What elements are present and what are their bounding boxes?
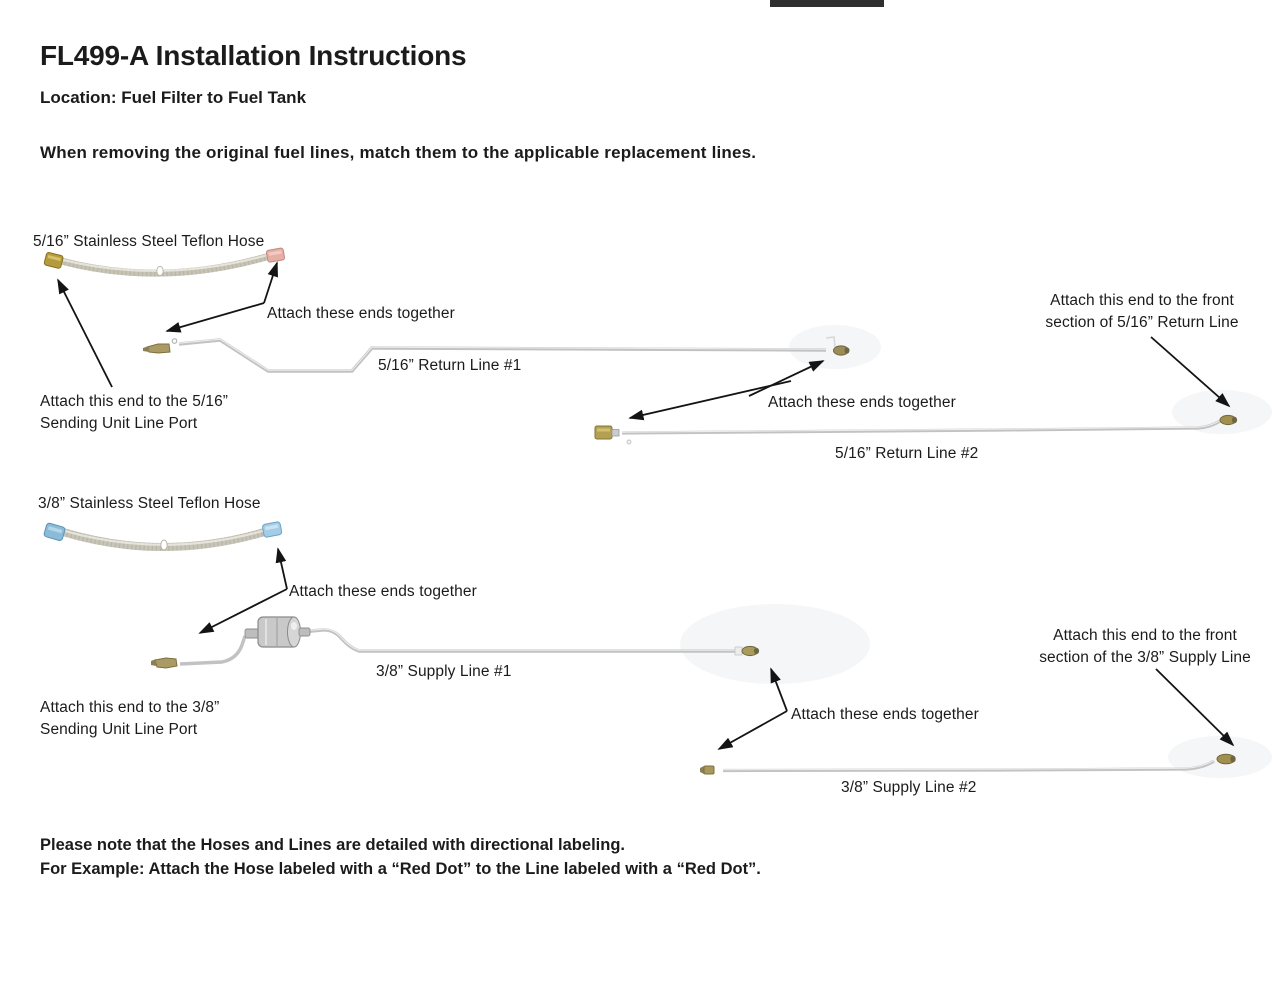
hose-38-left-fitting: [43, 522, 66, 541]
attach-front-38-label: Attach this end to the front section of …: [1028, 625, 1262, 668]
hose-38-right-fitting: [262, 521, 283, 538]
fuel-filter-image: [244, 616, 311, 648]
attach-ends-label-2: Attach these ends together: [768, 394, 956, 411]
intro-statement: When removing the original fuel lines, m…: [40, 143, 757, 162]
return-line-1-image: [143, 336, 850, 373]
arrow-to-hose38-right-end: [275, 547, 288, 590]
attach-front-38-line1: Attach this end to the front: [1053, 627, 1237, 644]
return-line-2-image: [594, 414, 1238, 445]
location-line: Location: Fuel Filter to Fuel Tank: [40, 88, 307, 107]
attach-sending-516-line2: Sending Unit Line Port: [40, 414, 198, 432]
attach-ends-label-3: Attach these ends together: [289, 583, 477, 600]
attach-front-516-line2: section of 5/16” Return Line: [1045, 313, 1239, 331]
arrow-to-return2-right-end: [1150, 336, 1231, 408]
hose-516-left-fitting: [43, 252, 64, 269]
attach-sending-516-label: Attach this end to the 5/16” Sending Uni…: [40, 391, 228, 434]
attach-sending-38-label: Attach this end to the 3/8” Sending Unit…: [40, 697, 219, 740]
attach-ends-label-4: Attach these ends together: [791, 706, 979, 723]
return-line-2-label: 5/16” Return Line #2: [835, 445, 979, 462]
arrow-to-supply2-left-end: [717, 710, 788, 750]
hose-516-image: [43, 247, 286, 277]
supply-line-2-image: [700, 753, 1236, 775]
supply-line-1-label: 3/8” Supply Line #1: [376, 663, 512, 680]
supply-line-2-label: 3/8” Supply Line #2: [841, 779, 977, 796]
hose-516-label: 5/16” Stainless Steel Teflon Hose: [33, 233, 265, 250]
attach-front-38-line2: section of the 3/8” Supply Line: [1039, 648, 1251, 666]
attach-front-516-line1: Attach this end to the front: [1050, 292, 1234, 309]
hose-38-label: 3/8” Stainless Steel Teflon Hose: [38, 495, 261, 512]
attach-front-516-label: Attach this end to the front section of …: [1030, 290, 1254, 333]
footer-note-line2: For Example: Attach the Hose labeled wit…: [40, 860, 761, 878]
attach-sending-516-line1: Attach this end to the 5/16”: [40, 393, 229, 410]
arrow-to-supply2-right-end: [1155, 668, 1235, 747]
page-title: FL499-A Installation Instructions: [40, 40, 467, 71]
hose-516-right-fitting: [265, 247, 286, 263]
attach-sending-38-line2: Sending Unit Line Port: [40, 720, 198, 738]
arrow-to-supply1-left-end: [198, 588, 288, 634]
supply-line-1-image: [151, 616, 760, 669]
top-edge-bar: [770, 0, 884, 7]
attach-ends-label-1: Attach these ends together: [267, 305, 455, 322]
return-line-1-label: 5/16” Return Line #1: [378, 357, 522, 374]
hose-38-image: [43, 521, 283, 551]
arrow-to-return1-left-end: [165, 302, 265, 333]
footer-note-line1: Please note that the Hoses and Lines are…: [40, 836, 625, 854]
arrow-to-hose516-left-end: [57, 278, 113, 388]
attach-sending-38-line1: Attach this end to the 3/8”: [40, 699, 220, 716]
arrow-to-hose516-right-end: [263, 261, 278, 304]
arrow-to-supply1-right-end: [770, 667, 788, 712]
arrow-to-return1-right-end: [748, 360, 825, 397]
arrow-to-return2-left-end: [628, 380, 792, 421]
annotation-arrows: [57, 261, 1235, 750]
